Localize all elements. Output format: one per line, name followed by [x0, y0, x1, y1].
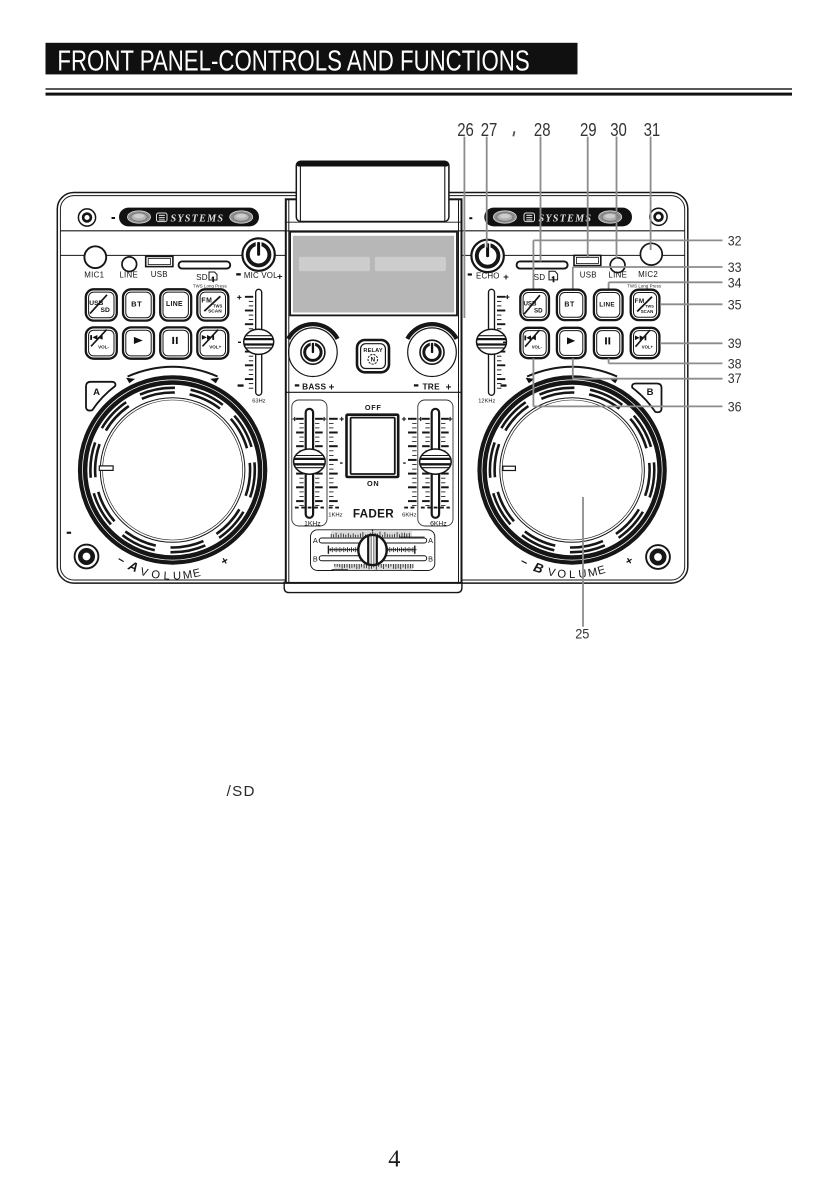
svg-text:SD: SD	[534, 307, 543, 314]
svg-text:+: +	[503, 272, 509, 283]
svg-text:+: +	[622, 553, 635, 569]
svg-text:27: 27	[481, 119, 498, 140]
svg-text:FADER: FADER	[353, 507, 394, 520]
svg-text:1KHz: 1KHz	[328, 513, 342, 519]
svg-text:+: +	[277, 272, 283, 283]
svg-text:BT: BT	[131, 299, 142, 308]
svg-text:4: 4	[388, 1146, 400, 1173]
svg-text:/SD: /SD	[227, 783, 256, 800]
svg-text:SD: SD	[534, 273, 546, 282]
svg-text:LINE: LINE	[599, 301, 615, 308]
svg-text:–: –	[115, 552, 128, 568]
svg-text:VOL+: VOL+	[642, 345, 654, 350]
svg-text:35: 35	[728, 298, 742, 313]
svg-text:OFF: OFF	[365, 403, 382, 412]
svg-text:O: O	[557, 568, 567, 581]
svg-text:V: V	[139, 566, 150, 580]
svg-text:BT: BT	[564, 302, 575, 309]
svg-text:TRE: TRE	[422, 381, 440, 391]
svg-text:+: +	[218, 553, 231, 569]
svg-text:+: +	[446, 382, 452, 393]
svg-text:L: L	[163, 570, 170, 582]
svg-text:B: B	[647, 387, 654, 398]
svg-text:RELAY: RELAY	[363, 348, 383, 354]
svg-text:L: L	[569, 569, 575, 581]
svg-text:+: +	[329, 382, 335, 393]
svg-text:6KHz: 6KHz	[430, 520, 447, 527]
svg-text:VOL+: VOL+	[209, 344, 221, 349]
svg-text:1KHz: 1KHz	[304, 520, 321, 527]
svg-text:O: O	[150, 569, 161, 582]
svg-text:36: 36	[728, 399, 742, 414]
svg-text:38: 38	[728, 357, 742, 372]
svg-text:TWS: TWS	[213, 303, 223, 308]
svg-text:LINE: LINE	[608, 271, 627, 280]
svg-text:37: 37	[728, 371, 742, 386]
svg-text:N: N	[371, 357, 376, 364]
svg-text:A: A	[125, 557, 140, 575]
svg-text:A: A	[428, 536, 433, 545]
svg-text:BASS: BASS	[302, 381, 326, 391]
svg-text:31: 31	[644, 119, 661, 140]
svg-text:MIC VOL: MIC VOL	[244, 271, 278, 280]
svg-text:M: M	[182, 569, 193, 582]
svg-text:SCAN: SCAN	[208, 309, 222, 315]
svg-text:–: –	[518, 554, 531, 570]
svg-text:VOL-: VOL-	[98, 344, 109, 349]
svg-text:FRONT PANEL-CONTROLS AND FUNCT: FRONT PANEL-CONTROLS AND FUNCTIONS	[57, 46, 529, 77]
svg-text:USB: USB	[580, 271, 597, 280]
svg-text:U: U	[173, 570, 182, 582]
svg-text:M: M	[587, 566, 599, 580]
svg-text:USB: USB	[89, 300, 103, 307]
svg-text:B: B	[428, 554, 433, 563]
svg-text:25: 25	[575, 625, 589, 641]
svg-text:32: 32	[728, 234, 742, 249]
svg-text:E: E	[192, 567, 203, 581]
svg-text:SYSTEMS: SYSTEMS	[539, 214, 593, 225]
svg-text:B: B	[532, 559, 546, 576]
svg-text:MIC2: MIC2	[638, 270, 658, 279]
svg-text:12KHz: 12KHz	[478, 398, 495, 404]
svg-text:34: 34	[728, 275, 742, 290]
svg-text:29: 29	[580, 119, 597, 140]
svg-text:A: A	[93, 387, 100, 398]
svg-text:26: 26	[457, 119, 474, 140]
svg-text:TWS Long Press: TWS Long Press	[193, 284, 227, 289]
svg-text:FM: FM	[201, 297, 212, 304]
svg-text:LINE: LINE	[119, 271, 138, 280]
svg-text:TWS: TWS	[645, 304, 654, 309]
svg-text:MIC1: MIC1	[84, 271, 104, 280]
svg-text:SCAN: SCAN	[641, 309, 654, 314]
svg-text:SD: SD	[101, 307, 110, 314]
svg-text:63Hz: 63Hz	[252, 398, 265, 404]
svg-text:FM: FM	[634, 298, 644, 305]
svg-text:VOL-: VOL-	[532, 345, 543, 350]
svg-text:ON: ON	[367, 479, 379, 488]
svg-text:6KHz: 6KHz	[402, 513, 416, 519]
svg-text:USB: USB	[523, 300, 537, 307]
svg-text:V: V	[547, 566, 557, 579]
svg-text:39: 39	[728, 336, 742, 351]
svg-text:SYSTEMS: SYSTEMS	[171, 214, 225, 225]
svg-text:30: 30	[610, 119, 627, 140]
svg-text:USB: USB	[151, 270, 168, 279]
svg-text:LINE: LINE	[166, 301, 183, 308]
svg-text:TWS Long Press: TWS Long Press	[627, 283, 661, 288]
svg-text:E: E	[596, 564, 607, 578]
svg-text:B: B	[313, 554, 318, 563]
svg-text:A: A	[313, 536, 318, 545]
svg-text:ECHO: ECHO	[476, 272, 500, 281]
svg-text:33: 33	[728, 260, 742, 275]
svg-text:28: 28	[534, 119, 551, 140]
svg-text:SD: SD	[196, 273, 208, 282]
